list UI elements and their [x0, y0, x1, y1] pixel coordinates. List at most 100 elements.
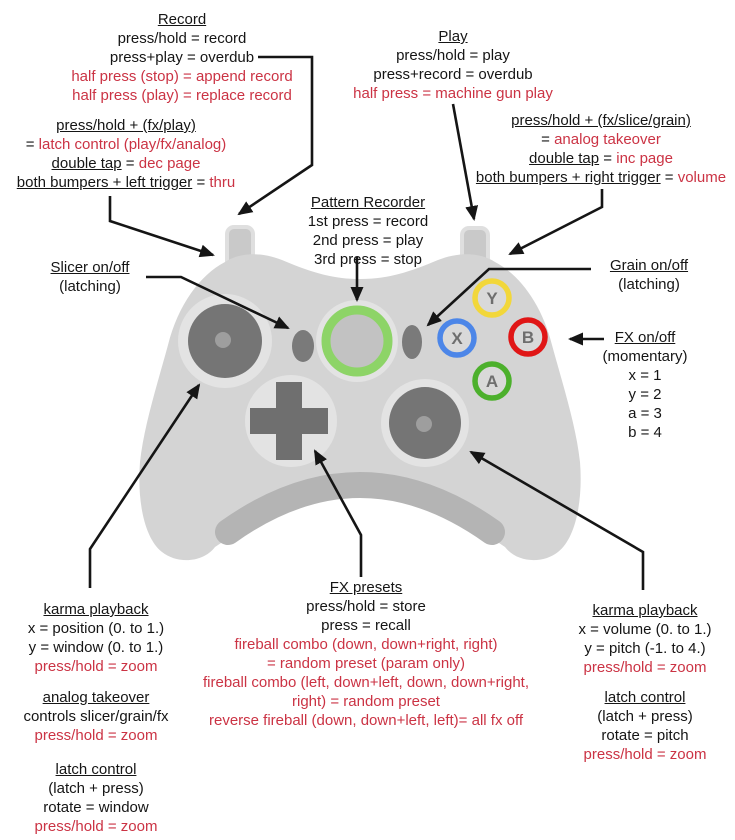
- fx-presets-annotation: FX presets press/hold = store press = reca…: [203, 578, 529, 730]
- annotation-line: Grain on/off: [609, 257, 689, 274]
- annotation-line: a = 3: [628, 405, 662, 422]
- pattern-recorder-annotation: Pattern Recorder 1st press = record 2nd pr…: [308, 193, 428, 269]
- annotation-line: Record: [157, 11, 207, 28]
- arrow-karma-to-right-stick: [469, 450, 645, 590]
- annotation-line: y = pitch (-1. to 4.): [584, 640, 706, 657]
- button-y-label: Y: [486, 289, 498, 308]
- annotation-line: press/hold = store: [306, 598, 426, 615]
- arrow-record-to-left-trigger: [237, 55, 314, 216]
- annotation-line: press+play = overdub: [109, 49, 255, 66]
- back-button: [292, 330, 314, 362]
- button-x: [437, 318, 477, 358]
- arrow-left-bumper: [108, 196, 215, 258]
- karma-playback-left-annotation: karma playback x = position (0. to 1.) y =…: [28, 600, 164, 676]
- annotation-arrows: [88, 55, 645, 590]
- button-y: [472, 278, 512, 318]
- annotation-line: half press = machine gun play: [353, 85, 553, 102]
- annotation-line: karma playback: [43, 601, 149, 618]
- annotation-line: both bumpers + right trigger = volume: [475, 169, 727, 186]
- grain-annotation: Grain on/off (latching): [610, 256, 688, 294]
- slicer-annotation: Slicer on/off (latching): [51, 258, 130, 296]
- guide-button: [321, 305, 393, 377]
- annotation-line: press/hold = zoom: [583, 659, 707, 676]
- annotation-line: fireball combo (down, down+right, right): [234, 636, 498, 653]
- annotation-line: Play: [438, 28, 468, 45]
- arrow-fxpresets-to-dpad: [313, 449, 363, 577]
- annotation-line: analog takeover: [42, 689, 150, 706]
- annotation-line: karma playback: [592, 602, 698, 619]
- annotation-line: press/hold = zoom: [34, 658, 158, 675]
- annotation-line: = latch control (play/fx/analog): [25, 136, 227, 153]
- annotation-line: Pattern Recorder: [310, 194, 426, 211]
- annotation-line: press/hold + (fx/play): [56, 117, 196, 134]
- annotation-line: latch control: [55, 761, 137, 778]
- arrow-grain-to-start-button: [426, 267, 591, 327]
- annotation-line: press/hold = record: [117, 30, 247, 47]
- left-bumper-annotation: press/hold + (fx/play) = latch control (p…: [17, 116, 235, 192]
- annotation-line: press/hold + (fx/slice/grain): [511, 112, 691, 129]
- annotation-line: fireball combo (left, down+left, down, d…: [202, 674, 530, 691]
- latch-control-left-annotation: latch control (latch + press) rotate = win…: [35, 760, 158, 836]
- dpad-vertical-arm: [276, 382, 302, 460]
- annotation-line: 2nd press = play: [312, 232, 424, 249]
- annotation-line: (latch + press): [597, 708, 693, 725]
- karma-playback-right-annotation: karma playback x = volume (0. to 1.) y = p…: [579, 601, 712, 677]
- fx-onoff-annotation: FX on/off (momentary) x = 1 y = 2 a = 3 b = 4: [602, 328, 687, 442]
- annotation-line: (latch + press): [48, 780, 144, 797]
- annotation-line: double tap = dec page: [51, 155, 201, 172]
- annotation-line: double tap = inc page: [529, 150, 673, 167]
- annotation-line: press/hold = zoom: [34, 818, 158, 835]
- start-button: [402, 325, 422, 359]
- annotation-line: reverse fireball (down, down+left, left)…: [208, 712, 524, 729]
- annotation-line: y = window (0. to 1.): [28, 639, 164, 656]
- annotation-line: press/hold = play: [396, 47, 510, 64]
- annotation-line: (latching): [618, 276, 680, 293]
- arrow-slicer-to-back-button: [146, 275, 290, 330]
- button-a: [472, 361, 512, 401]
- button-b: [508, 317, 548, 357]
- annotation-line: latch control: [604, 689, 686, 706]
- annotation-line: Slicer on/off: [50, 259, 130, 276]
- annotation-line: both bumpers + left trigger = thru: [16, 174, 236, 191]
- annotation-line: press/hold = zoom: [34, 727, 158, 744]
- button-x-label: X: [451, 329, 463, 348]
- annotation-line: controls slicer/grain/fx: [23, 708, 169, 725]
- annotation-line: right) = random preset: [291, 693, 440, 710]
- annotation-line: b = 4: [628, 424, 662, 441]
- annotation-line: press = recall: [321, 617, 411, 634]
- button-a-label: A: [486, 372, 498, 391]
- annotation-line: y = 2: [628, 386, 662, 403]
- annotation-line: rotate = pitch: [601, 727, 689, 744]
- annotation-line: half press (stop) = append record: [71, 68, 293, 85]
- annotation-line: = random preset (param only): [266, 655, 466, 672]
- left-stick-dot: [215, 332, 231, 348]
- annotation-line: rotate = window: [43, 799, 149, 816]
- annotation-line: x = volume (0. to 1.): [578, 621, 712, 638]
- latch-control-right-annotation: latch control (latch + press) rotate = pit…: [584, 688, 707, 764]
- annotation-line: press+record = overdub: [373, 66, 533, 83]
- annotation-line: FX on/off: [614, 329, 676, 346]
- face-buttons: Y X B A: [437, 278, 548, 401]
- annotation-line: x = position (0. to 1.): [27, 620, 165, 637]
- annotation-line: x = 1: [628, 367, 662, 384]
- arrow-play-to-right-trigger: [451, 103, 479, 221]
- annotation-line: press/hold = zoom: [583, 746, 707, 763]
- annotation-line: FX presets: [329, 579, 403, 596]
- analog-takeover-annotation: analog takeover controls slicer/grain/fx p…: [23, 688, 168, 745]
- record-annotation: Record press/hold = record press+play = ov…: [71, 10, 292, 105]
- annotation-line: 1st press = record: [307, 213, 429, 230]
- annotation-line: (momentary): [602, 348, 688, 365]
- right-stick-dot: [416, 416, 432, 432]
- annotation-line: = analog takeover: [541, 131, 661, 148]
- right-bumper-annotation: press/hold + (fx/slice/grain) = analog ta…: [476, 111, 726, 187]
- annotation-line: half press (play) = replace record: [72, 87, 292, 104]
- play-annotation: Play press/hold = play press+record = over…: [353, 27, 553, 103]
- annotation-line: 3rd press = stop: [314, 251, 422, 268]
- button-b-label: B: [522, 328, 534, 347]
- annotation-line: (latching): [59, 278, 121, 295]
- dpad: [250, 382, 328, 460]
- body-bottom-shading: [215, 472, 505, 545]
- arrow-karma-to-left-stick: [88, 383, 201, 588]
